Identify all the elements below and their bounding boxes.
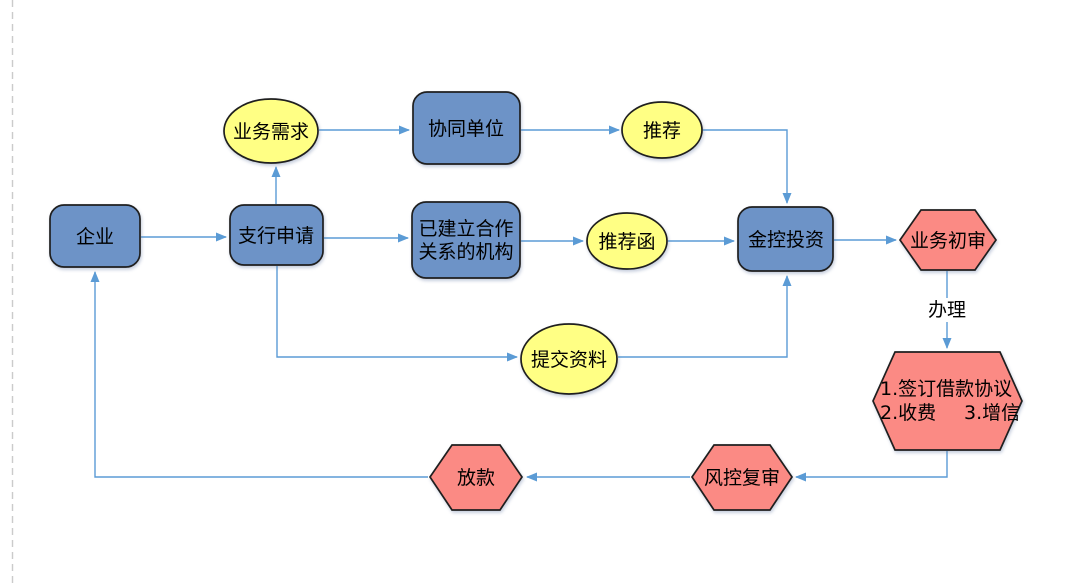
node-recommend-label: 推荐: [643, 120, 681, 142]
node-enterprise-label: 企业: [76, 226, 114, 248]
node-collaborative-unit-label: 协同单位: [428, 118, 504, 140]
node-agreement-steps: [872, 351, 1023, 451]
node-loan-disbursement-label: 放款: [457, 467, 495, 489]
edge-branch-to-submit-materials: [276, 266, 518, 362]
node-agreement-steps-label-line1: 1.签订借款协议: [880, 378, 1012, 400]
node-agreement-steps-label-line2b: 3.增信: [964, 402, 1020, 424]
nodes-layer: 企业 支行申请 业务需求 协同单位 推荐 已建立合作 关系的机构 推荐函 金控投…: [49, 91, 1023, 511]
node-business-preliminary-review-label: 业务初审: [910, 230, 986, 252]
node-loan-disbursement: [428, 444, 524, 511]
node-branch-application: [229, 204, 324, 266]
edge-label-handle-background: [926, 298, 968, 322]
node-submit-materials: [520, 323, 618, 395]
edge-agreement-to-risk-review: [795, 451, 948, 482]
edges-layer: 办理: [90, 125, 968, 482]
node-partner-institution-label-line2: 关系的机构: [418, 241, 513, 263]
node-business-demand: [223, 98, 319, 164]
edge-submit-materials-to-jinkong: [618, 275, 792, 358]
node-submit-materials-label: 提交资料: [531, 349, 607, 371]
edge-loan-to-enterprise: [90, 271, 428, 478]
node-partner-institution: [411, 201, 521, 279]
node-business-demand-label: 业务需求: [233, 121, 309, 143]
node-partner-institution-label-line1: 已建立合作: [418, 218, 513, 240]
node-jinkong-investment-label: 金控投资: [748, 229, 824, 251]
node-jinkong-investment: [737, 206, 834, 272]
node-branch-application-label: 支行申请: [238, 225, 314, 247]
edge-recommend-to-jinkong: [703, 129, 792, 204]
node-recommendation-letter: [586, 212, 668, 270]
node-enterprise: [49, 204, 141, 268]
node-recommendation-letter-label: 推荐函: [598, 231, 655, 253]
node-risk-control-review: [690, 444, 794, 511]
node-agreement-steps-label-line2a: 2.收费: [880, 402, 936, 424]
node-business-preliminary-review: [898, 209, 998, 271]
edge-label-handle: 办理: [928, 299, 966, 321]
node-collaborative-unit: [412, 91, 521, 165]
node-recommend: [621, 101, 703, 159]
node-risk-control-review-label: 风控复审: [704, 467, 780, 489]
